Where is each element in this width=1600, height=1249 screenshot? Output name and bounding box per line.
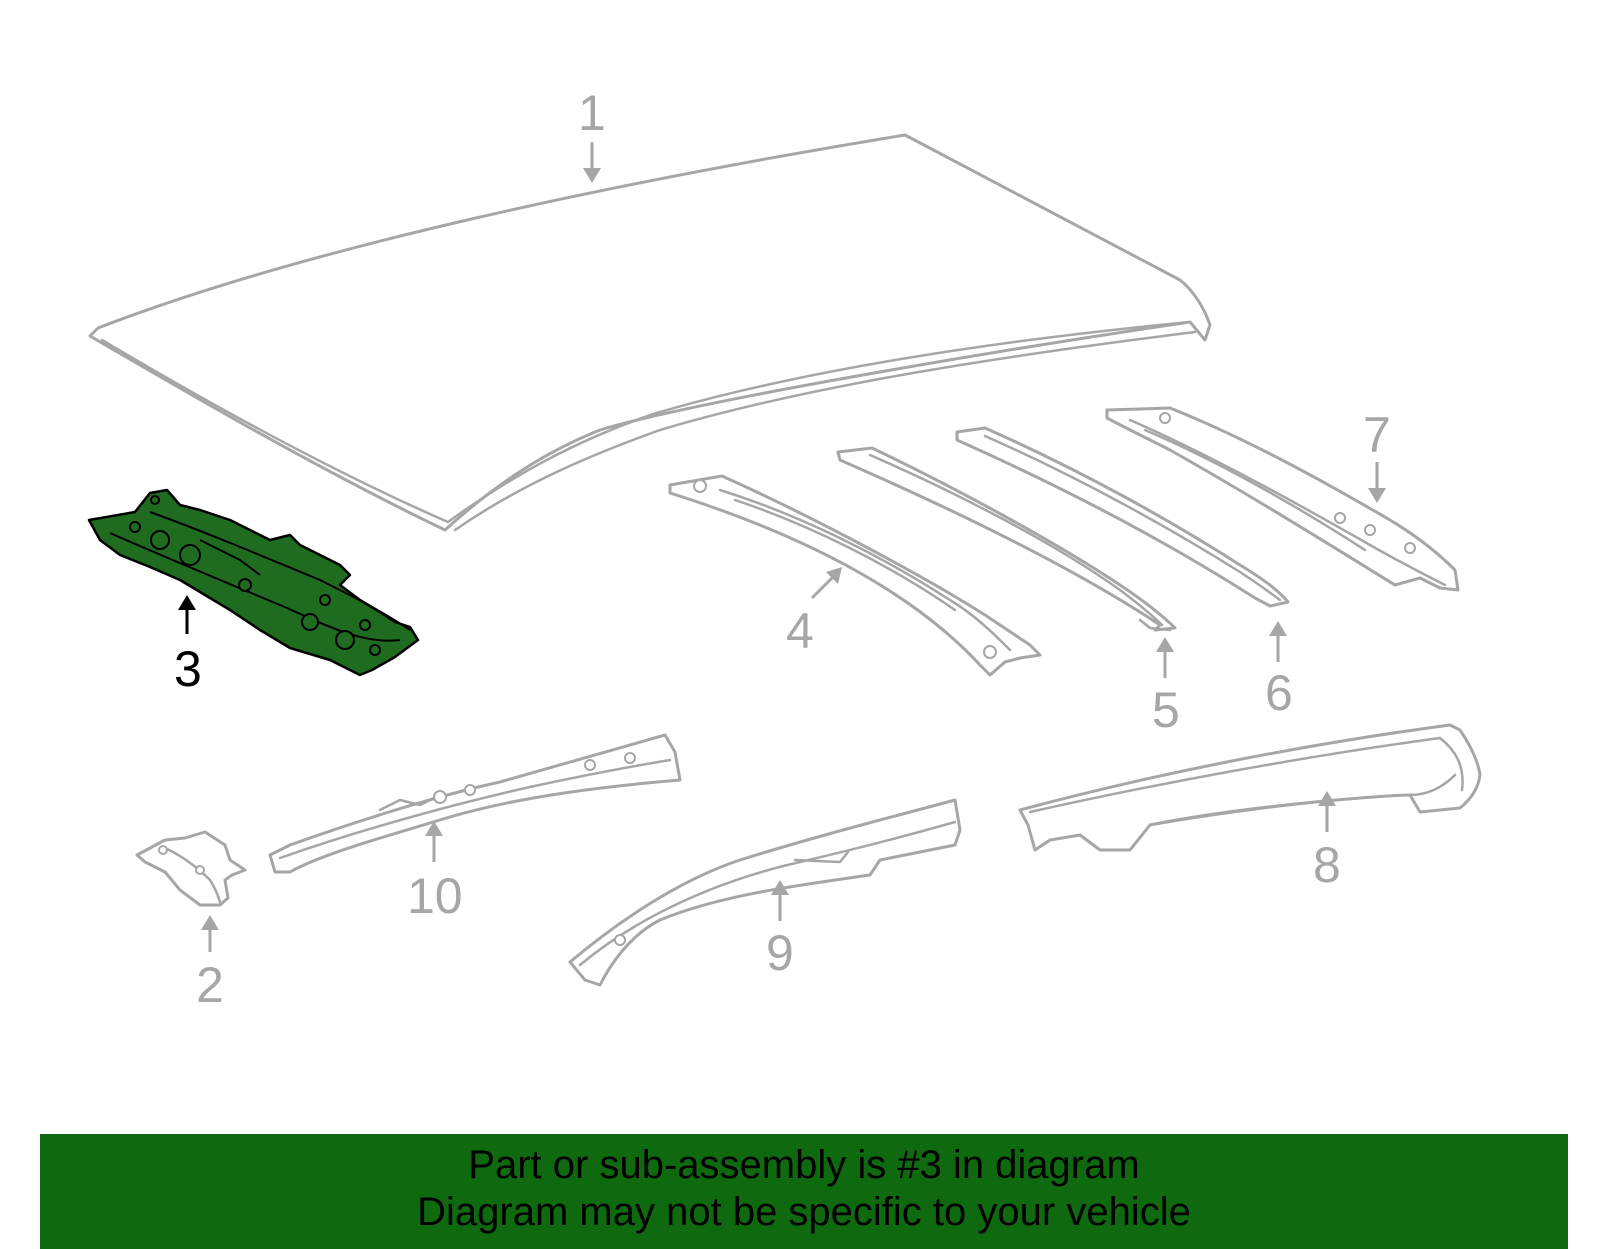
part-9-side-rail-inner[interactable]	[568, 798, 962, 987]
callout-8: 8	[1313, 837, 1341, 893]
callout-2: 2	[196, 957, 224, 1013]
part-4-arrow	[810, 567, 842, 600]
banner-line-1: Part or sub-assembly is #3 in diagram	[468, 1143, 1140, 1187]
part-2-arrow	[201, 915, 219, 952]
part-7-rear-header[interactable]	[1105, 406, 1460, 592]
part-6-arrow	[1269, 621, 1287, 662]
part-2-bracket[interactable]	[135, 830, 247, 907]
part-10-arrow	[425, 821, 443, 862]
part-8-side-rail[interactable]	[1018, 723, 1482, 852]
part-8-arrow	[1318, 791, 1336, 832]
part-1-arrow	[583, 142, 601, 183]
part-7-arrow	[1368, 462, 1386, 503]
part-5-arrow	[1156, 637, 1174, 678]
callout-4: 4	[786, 603, 814, 659]
part-6-roof-bow[interactable]	[955, 426, 1290, 608]
callout-6: 6	[1265, 665, 1293, 721]
callout-7: 7	[1363, 407, 1391, 463]
part-5-roof-bow[interactable]	[836, 446, 1177, 632]
part-3-roof-panel-highlighted[interactable]	[87, 488, 420, 677]
info-banner: Part or sub-assembly is #3 in diagram Di…	[40, 1134, 1568, 1249]
part-9-arrow	[771, 880, 789, 921]
part-3-arrow	[178, 595, 196, 634]
part-10-rail-reinforcement[interactable]	[268, 733, 682, 874]
callout-10: 10	[407, 868, 463, 924]
callout-1: 1	[578, 85, 606, 141]
part-1-roof-panel[interactable]	[88, 133, 1212, 532]
banner-line-2: Diagram may not be specific to your vehi…	[417, 1190, 1191, 1234]
callout-3: 3	[174, 641, 202, 697]
part-4-roof-bow[interactable]	[668, 474, 1042, 677]
callout-9: 9	[766, 925, 794, 981]
callout-5: 5	[1152, 682, 1180, 738]
